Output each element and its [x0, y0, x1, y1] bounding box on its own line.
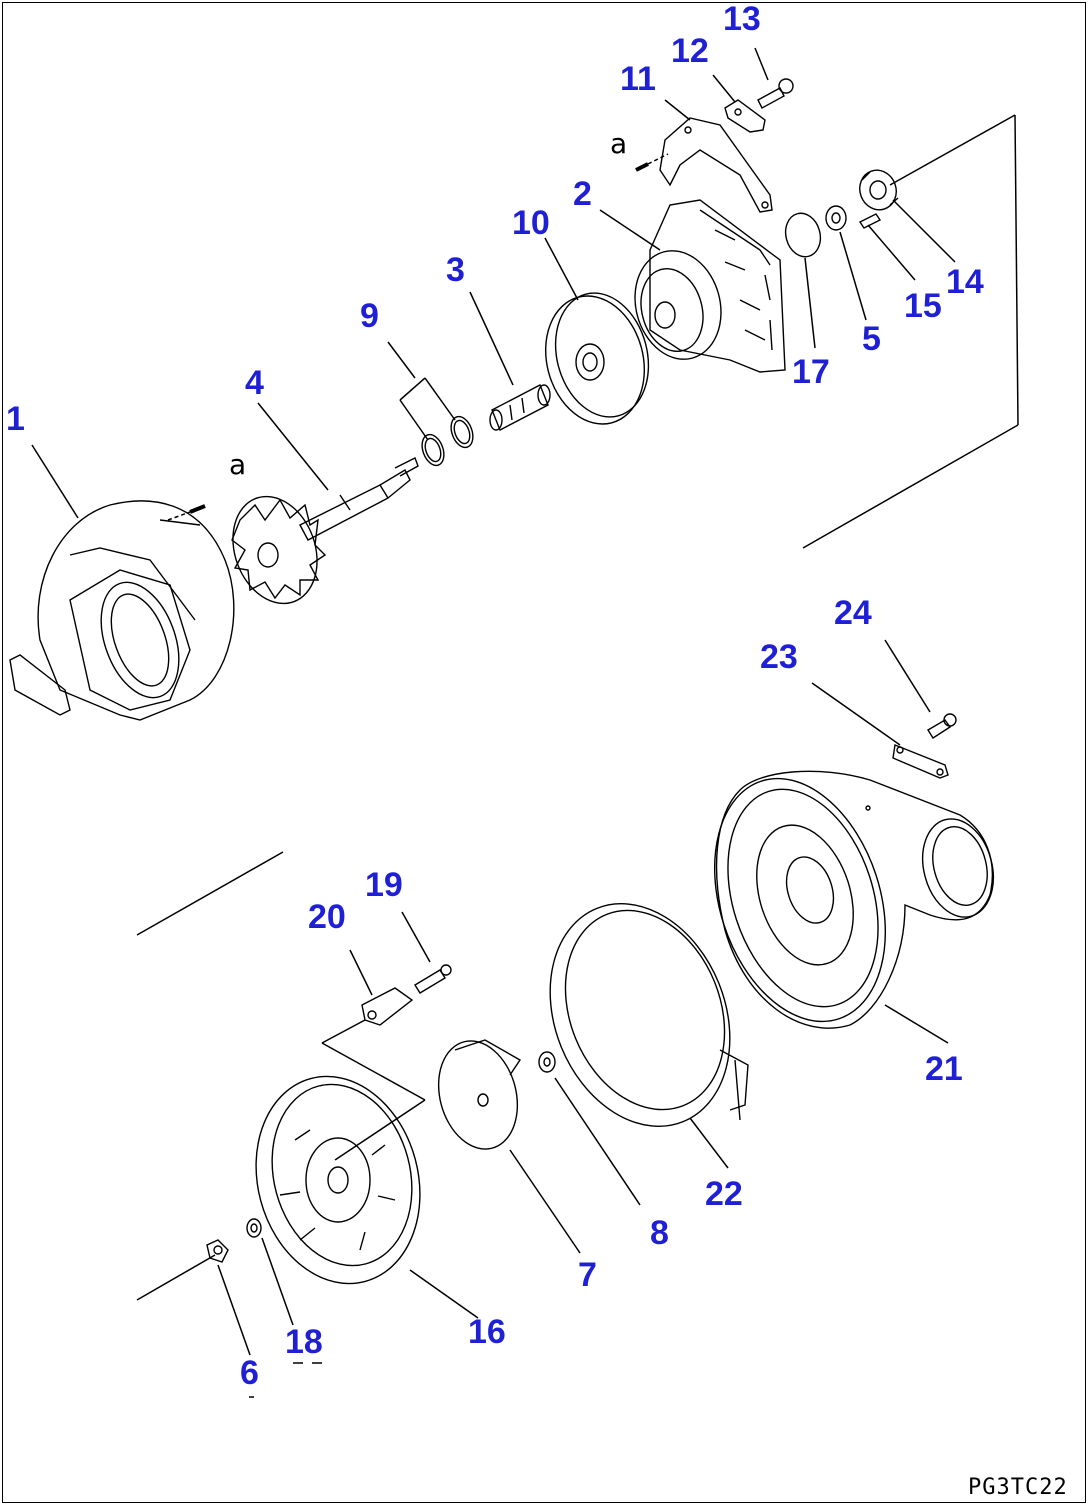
callout-10: 10: [512, 204, 550, 242]
seal-plate-part: [544, 292, 650, 425]
bolt-19-part: [414, 964, 452, 994]
annotation-a-lower: a: [229, 448, 246, 481]
mounting-plate-part: [659, 117, 773, 213]
flange-fitting-part: [859, 169, 899, 211]
callout-17: 17: [792, 353, 830, 391]
plug-5-part: [825, 205, 847, 231]
callout-7: 7: [578, 1256, 597, 1294]
bracket-20-part: [361, 987, 414, 1026]
callout-3: 3: [446, 251, 465, 289]
backplate-part: [255, 1075, 421, 1285]
callout-12: 12: [671, 32, 709, 70]
gasket-part: [784, 212, 822, 258]
lower-bracket-lines: [136, 851, 426, 1301]
drawing-code: PG3TC22: [968, 1475, 1068, 1500]
bolt-24-part: [927, 713, 957, 739]
nut-8-part: [538, 1051, 556, 1073]
callout-4: 4: [245, 364, 264, 402]
piston-ring-part: [421, 415, 474, 467]
thrust-sleeve-part: [489, 384, 551, 431]
callout-18: 18: [285, 1323, 323, 1361]
lock-plate-part: [724, 99, 766, 133]
callout-15: 15: [904, 287, 942, 325]
callout-20: 20: [308, 898, 346, 936]
compressor-housing-part: [713, 770, 994, 1029]
plate-23-part: [892, 744, 949, 779]
callout-2: 2: [573, 175, 592, 213]
washer-18-part: [246, 1218, 262, 1238]
callout-9: 9: [360, 297, 379, 335]
v-band-clamp-part: [549, 903, 749, 1127]
callout-22: 22: [705, 1175, 743, 1213]
callout-24: 24: [834, 594, 872, 632]
turbine-wheel-shaft-part: [231, 457, 419, 605]
callout-23: 23: [760, 638, 798, 676]
fitting-6-part: [206, 1239, 229, 1263]
callout-19: 19: [365, 866, 403, 904]
callout-6: 6: [240, 1354, 259, 1392]
leader-lines: [31, 47, 956, 1398]
callout-5: 5: [862, 320, 881, 358]
assembly-bracket-lines: [802, 114, 1019, 549]
adhesive-arrow-lower: [167, 504, 206, 521]
callout-8: 8: [650, 1214, 669, 1252]
callout-21: 21: [925, 1050, 963, 1088]
turbine-housing-part: [9, 500, 235, 721]
compressor-wheel-part: [437, 1039, 521, 1150]
callout-13: 13: [723, 0, 761, 38]
callout-14: 14: [946, 263, 984, 301]
adhesive-arrow-upper: [635, 153, 669, 172]
bolt-15-part: [858, 213, 882, 229]
callout-16: 16: [468, 1313, 506, 1351]
bolt-13-part: [757, 78, 794, 109]
center-housing-part: [634, 199, 786, 373]
callout-1: 1: [6, 400, 25, 438]
callout-11: 11: [620, 60, 656, 98]
annotation-a-upper: a: [610, 127, 627, 160]
